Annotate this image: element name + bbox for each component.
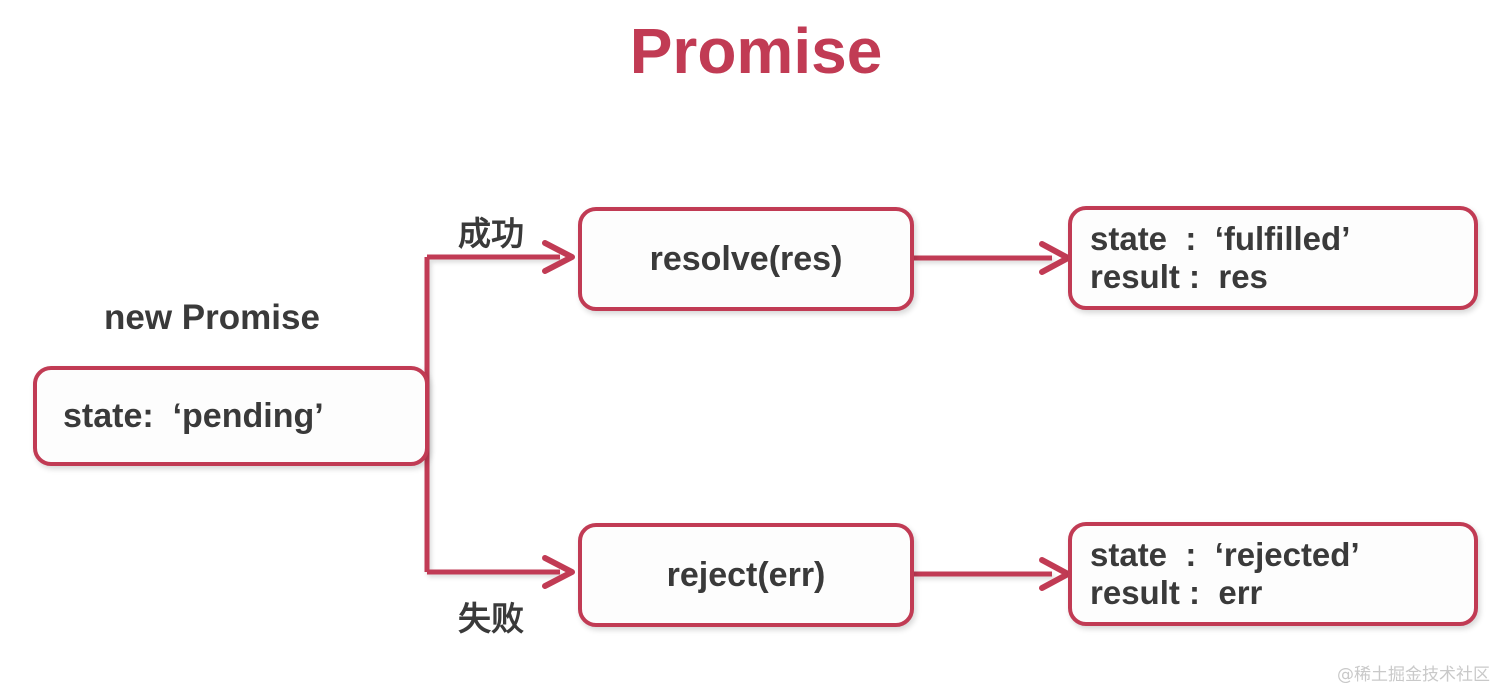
- node-reject: reject(err): [578, 523, 914, 627]
- rejected-result-line: result : err: [1090, 574, 1263, 611]
- branch-label-failure: 失败: [458, 599, 524, 638]
- node-rejected-state: state : ‘rejected’ result : err: [1068, 522, 1478, 626]
- node-pending-state: state: ‘pending’: [33, 366, 429, 466]
- new-promise-label: new Promise: [104, 298, 320, 337]
- arrowhead-failure: [542, 555, 575, 589]
- pending-state-text: state: ‘pending’: [63, 396, 324, 435]
- reject-text: reject(err): [666, 555, 826, 594]
- branch-label-success: 成功: [458, 214, 524, 253]
- arrowhead-fulfilled: [1039, 241, 1071, 275]
- watermark: @稀土掘金技术社区: [1337, 665, 1490, 685]
- node-fulfilled-state: state : ‘fulfilled’ result : res: [1068, 206, 1478, 310]
- node-resolve: resolve(res): [578, 207, 914, 311]
- resolve-text: resolve(res): [649, 239, 843, 278]
- arrowhead-rejected: [1039, 557, 1071, 591]
- fulfilled-state-line: state : ‘fulfilled’: [1090, 219, 1351, 257]
- page-title: Promise: [629, 15, 883, 87]
- rejected-state-line: state : ‘rejected’: [1090, 535, 1360, 573]
- arrowhead-success: [542, 240, 575, 274]
- fulfilled-result-line: result : res: [1090, 258, 1268, 295]
